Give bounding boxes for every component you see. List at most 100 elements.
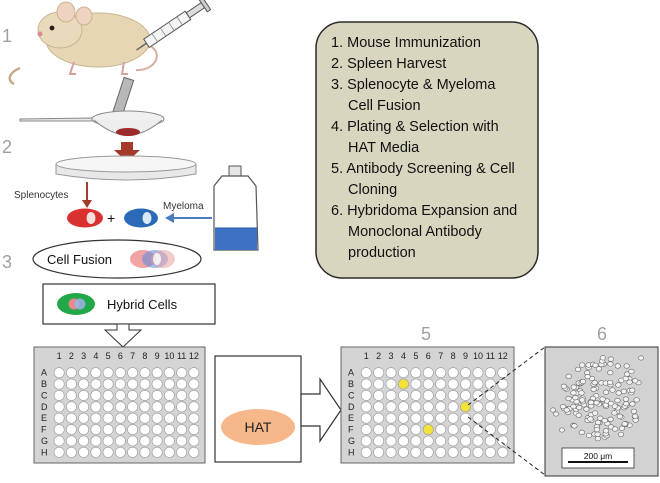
well (127, 367, 139, 379)
well (410, 435, 422, 447)
well (435, 378, 447, 390)
plate-column-label: 12 (498, 351, 508, 361)
colony-cell (565, 373, 572, 379)
well (484, 424, 496, 435)
well (373, 378, 385, 390)
well (127, 435, 139, 447)
cell-fusion-oval: Cell Fusion (32, 239, 202, 279)
well (65, 446, 77, 458)
well (472, 435, 484, 447)
well (102, 424, 114, 435)
well (422, 378, 434, 390)
splenocyte-body (67, 208, 103, 228)
well (90, 424, 102, 435)
zoom-connector-lines (467, 346, 546, 476)
plate-column-label: 4 (401, 351, 406, 361)
colony-cell (587, 416, 594, 422)
colony-cell (629, 401, 636, 407)
well (410, 390, 422, 401)
well (447, 378, 459, 390)
well (188, 378, 200, 390)
well (385, 412, 397, 424)
colony-cell (570, 384, 577, 390)
well (151, 424, 163, 435)
colony-cell (576, 404, 583, 411)
plate-row-label: D (41, 402, 48, 412)
colony-cell (615, 390, 622, 396)
colony-cell (585, 432, 593, 439)
well (398, 401, 409, 413)
well (139, 412, 151, 424)
well (78, 424, 90, 435)
well (127, 424, 139, 435)
well (65, 378, 77, 390)
well (188, 412, 200, 424)
well (497, 446, 509, 458)
well (176, 435, 188, 447)
colony-cell (584, 374, 591, 380)
plate-column-label: 2 (376, 351, 381, 361)
well (176, 367, 188, 379)
well (139, 424, 151, 435)
well (90, 367, 102, 379)
well (176, 401, 188, 413)
colony-cell (592, 410, 599, 416)
plate-column-label: 1 (57, 351, 62, 361)
plate-column-label: 11 (177, 351, 186, 361)
well (410, 378, 422, 390)
well (460, 435, 471, 447)
colony-cell (559, 427, 565, 433)
colony-cell (622, 375, 629, 382)
well (53, 424, 65, 435)
well (65, 435, 77, 447)
plate-column-label: 3 (389, 351, 394, 361)
plate-column-label: 7 (438, 351, 443, 361)
well (435, 367, 447, 379)
colony-cell (633, 397, 640, 403)
well (360, 424, 372, 435)
well (188, 446, 200, 458)
colony-cell (626, 379, 633, 385)
well (151, 412, 163, 424)
well (139, 435, 151, 447)
well (65, 390, 77, 401)
well (102, 378, 114, 390)
plate-row-label: F (348, 425, 354, 435)
well (90, 446, 102, 458)
hat-selection-box: HAT (214, 355, 302, 463)
colony-cell (565, 395, 572, 402)
plate-row-label: H (41, 447, 48, 457)
step-number-1: 1 (2, 26, 12, 46)
colony-cell (594, 436, 602, 442)
scale-bar-label: 200 μm (584, 451, 613, 461)
colony-cell (595, 366, 603, 372)
well (410, 424, 422, 435)
well (360, 378, 372, 390)
step-line-6: 6. Hybridoma Expansion and (331, 203, 517, 219)
well (497, 378, 509, 390)
well (188, 390, 200, 401)
well (472, 412, 484, 424)
plate-row-label: B (41, 379, 47, 389)
well (163, 412, 175, 424)
well (53, 378, 65, 390)
colony-cell (628, 368, 635, 375)
well (114, 401, 126, 413)
colony-cell (638, 355, 644, 361)
myeloma-arrow (165, 213, 212, 223)
colony-cell (611, 426, 619, 432)
colony-cell (609, 387, 616, 393)
well (139, 378, 151, 390)
well (114, 412, 126, 424)
well (385, 367, 397, 379)
colony-cell (620, 388, 627, 394)
well (127, 390, 139, 401)
step-number-5: 5 (421, 324, 431, 344)
step-line-6-cont2: production (348, 245, 416, 261)
colony-cell (571, 423, 578, 429)
colony-cell (622, 396, 630, 402)
well (422, 367, 434, 379)
well (398, 424, 409, 435)
well (188, 401, 200, 413)
